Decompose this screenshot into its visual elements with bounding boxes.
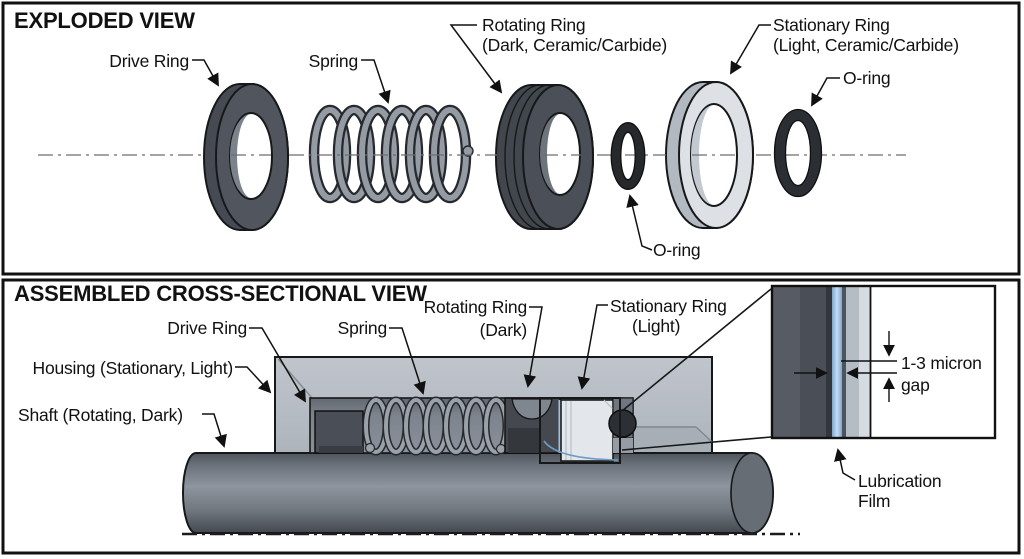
stationary-ring-section-label-line1: Stationary Ring	[610, 296, 727, 316]
rotating-ring-section-leader	[523, 306, 543, 388]
lubrication-film-label-line1: Lubrication	[858, 471, 941, 491]
spring-graphic	[308, 104, 474, 204]
stationary-ring-section-label-line2: (Light)	[632, 316, 680, 336]
lubrication-film-label-line2: Film	[858, 491, 890, 511]
spring-leader	[361, 59, 391, 104]
gap-label-line1: 1-3 micron	[901, 353, 982, 373]
detail-box: 1-3 micron gap Lubrication Film	[770, 284, 997, 511]
rotating-ring-leader	[449, 24, 503, 94]
detail-connector-bottom	[621, 436, 772, 451]
oring-top-leader	[811, 77, 840, 107]
stationary-ring-leader	[730, 24, 771, 75]
housing-label: Housing (Stationary, Light)	[33, 358, 234, 378]
rotating-ring-section-label-line2: (Dark)	[480, 320, 527, 340]
assembled-view-panel: ASSEMBLED CROSS-SECTIONAL VIEW	[1, 278, 1021, 555]
drive-ring-section-graphic	[314, 410, 364, 454]
drive-ring-label: Drive Ring	[109, 51, 189, 71]
shaft-graphic	[182, 452, 774, 534]
spring-section-label: Spring	[338, 318, 387, 338]
spring-label: Spring	[309, 51, 358, 71]
stationary-ring-section-leader	[577, 304, 608, 390]
gap-dimension	[794, 331, 897, 402]
detail-film-band	[832, 287, 842, 437]
spring-section-leader	[389, 327, 426, 395]
drive-ring-leader	[192, 59, 219, 87]
oring-bottom-label: O-ring	[653, 240, 700, 260]
lubrication-film-leader	[834, 448, 856, 481]
stationary-ring-label-line2: (Light, Ceramic/Carbide)	[773, 35, 959, 55]
oring-top-label: O-ring	[843, 68, 890, 88]
exploded-view-panel: EXPLODED VIEW	[1, 1, 1021, 276]
housing-leader	[235, 366, 272, 394]
oring-bottom-leader	[626, 194, 653, 251]
drive-ring-graphic	[203, 83, 289, 231]
drive-ring-section-leader	[249, 327, 306, 403]
assembled-view-title: ASSEMBLED CROSS-SECTIONAL VIEW	[14, 281, 427, 306]
stationary-ring-section-graphic	[560, 399, 614, 462]
rotating-ring-label-line2: (Dark, Ceramic/Carbide)	[482, 35, 667, 55]
rotating-ring-graphic	[495, 84, 594, 230]
detail-connector-top	[621, 288, 772, 412]
stationary-ring-graphic	[665, 81, 754, 229]
rotating-ring-section-label-line1: Rotating Ring	[424, 297, 527, 317]
gap-label-line2: gap	[901, 375, 930, 395]
exploded-view-title: EXPLODED VIEW	[14, 8, 195, 33]
film-meniscus-graphic	[543, 440, 619, 461]
oring-section-graphic	[608, 397, 637, 453]
rotating-ring-section-graphic	[504, 397, 561, 454]
shaft-label: Shaft (Rotating, Dark)	[18, 405, 183, 425]
drive-ring-section-label: Drive Ring	[167, 318, 247, 338]
oring-small-graphic	[610, 122, 646, 190]
detail-source-rect	[539, 397, 621, 464]
spring-section-graphic	[362, 396, 510, 456]
rotating-ring-label-line1: Rotating Ring	[482, 15, 585, 35]
oring-right-graphic	[773, 108, 823, 198]
stationary-ring-label-line1: Stationary Ring	[773, 15, 890, 35]
lubrication-film-graphic	[558, 400, 562, 453]
shaft-leader	[202, 413, 227, 448]
